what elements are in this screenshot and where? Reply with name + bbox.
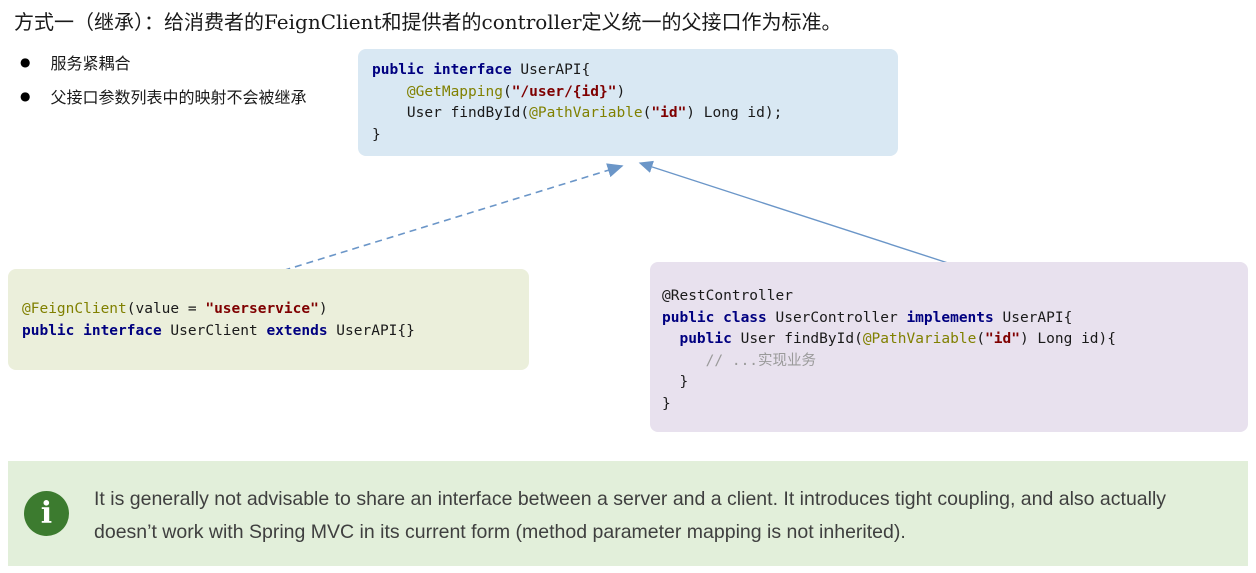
bullet-icon: ● <box>20 89 31 103</box>
slide-title: 方式一（继承）：给消费者的FeignClient和提供者的controller定… <box>14 10 842 34</box>
bullet-text: 服务紧耦合 <box>50 54 131 73</box>
implements-arrow-solid <box>638 160 949 264</box>
extends-arrow-dashed <box>271 163 624 275</box>
info-icon: i <box>24 491 69 536</box>
userapi-interface-code-box: public interface UserAPI{ @GetMapping("/… <box>358 49 898 156</box>
bullet-item-tight-coupling: ● 服务紧耦合 <box>20 50 131 74</box>
bullet-item-mapping-not-inherited: ● 父接口参数列表中的映射不会被继承 <box>20 84 307 108</box>
bullet-icon: ● <box>20 55 31 69</box>
info-note-text: It is generally not advisable to share a… <box>94 488 1167 543</box>
feignclient-code-box: @FeignClient(value = "userservice")publi… <box>8 269 529 370</box>
bullet-text: 父接口参数列表中的映射不会被继承 <box>50 88 307 107</box>
info-note-banner <box>8 461 1248 566</box>
